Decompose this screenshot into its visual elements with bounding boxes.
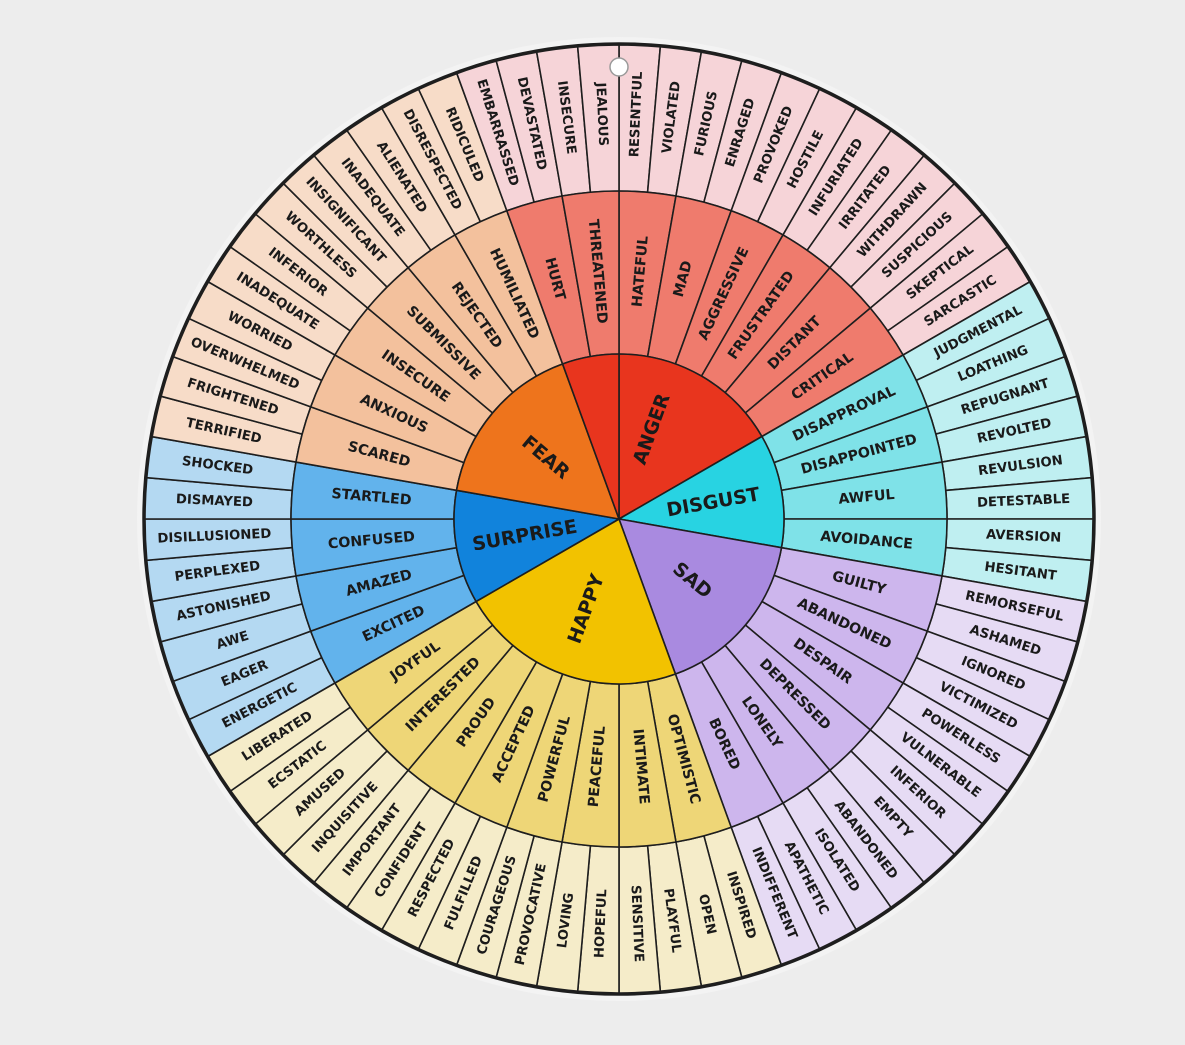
core-segment <box>618 353 763 521</box>
outer-emotion-label: DISMAYED <box>176 492 254 510</box>
core-segment <box>455 362 621 521</box>
hanging-hole <box>609 57 629 77</box>
middle-emotion-label: STARTLED <box>331 486 413 509</box>
core-segment <box>616 435 785 549</box>
outer-emotion-label: HOPEFUL <box>592 888 610 958</box>
core-segment <box>453 489 622 603</box>
middle-emotion-label: INTIMATE <box>629 728 652 805</box>
core-segment <box>617 517 783 676</box>
core-segment <box>475 517 677 685</box>
middle-emotion-label: CONFUSED <box>327 529 416 553</box>
outer-emotion-label: JEALOUS <box>592 81 610 146</box>
middle-emotion-label: PEACEFUL <box>586 725 609 808</box>
outer-emotion-label: DISILLUSIONED <box>157 527 272 547</box>
outer-emotion-label: AVERSION <box>986 528 1062 546</box>
outer-emotion-label: LOVING <box>555 892 577 949</box>
outer-emotion-label: SENSITIVE <box>627 885 645 963</box>
outer-emotion-label: DETESTABLE <box>977 492 1071 511</box>
core-segment <box>561 353 620 520</box>
hanging-hole <box>609 57 629 77</box>
middle-emotion-label: HATEFUL <box>630 235 652 307</box>
rim-outline <box>142 42 1096 996</box>
outer-emotion-label: RESENTFUL <box>627 71 646 158</box>
middle-emotion-label: AWFUL <box>838 487 895 508</box>
